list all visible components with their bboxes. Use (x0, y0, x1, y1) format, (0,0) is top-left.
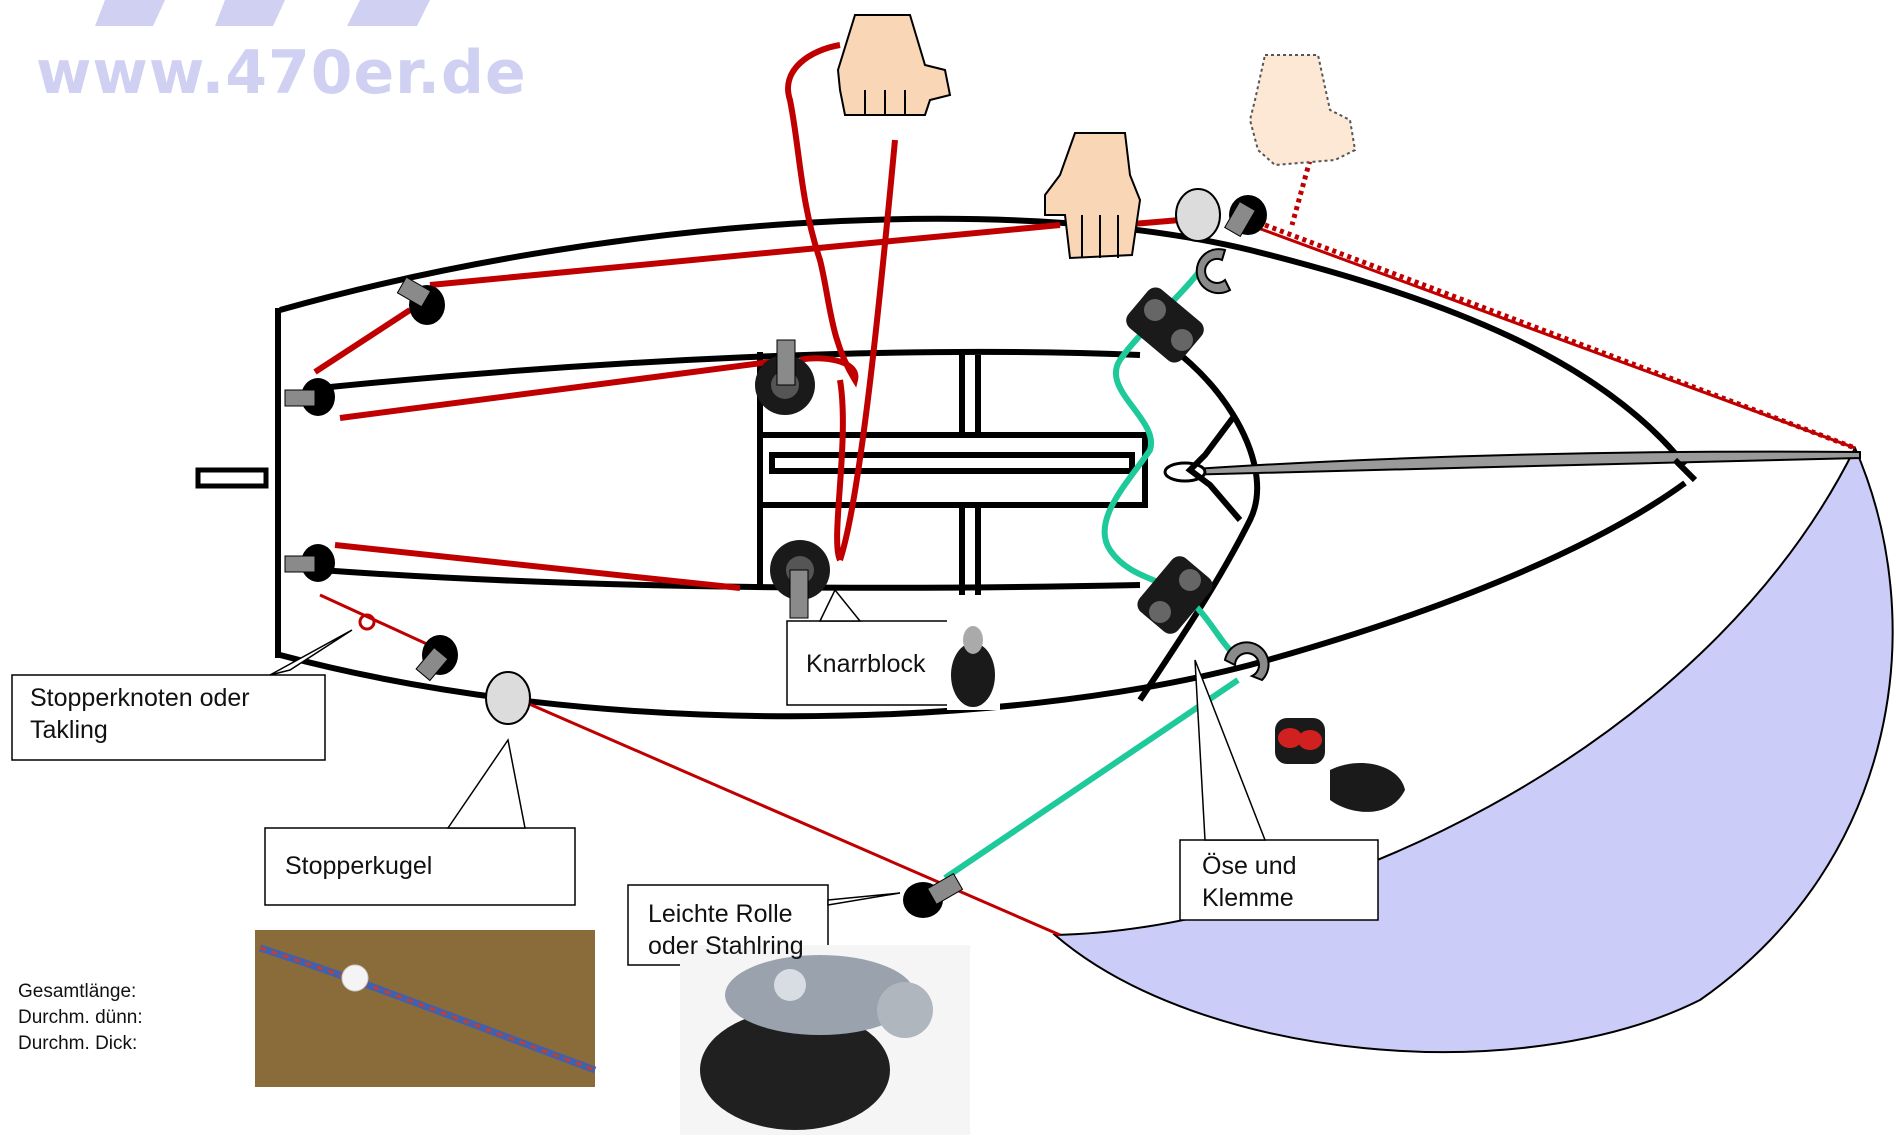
photo-block (680, 945, 970, 1135)
stopper-ball (485, 671, 531, 725)
deck-lines (319, 327, 1261, 702)
photo-cleat (1275, 718, 1405, 812)
hand-ghost (1248, 54, 1357, 167)
centerboard-case (757, 432, 1148, 508)
label-rolle: Leichte Rolle oder Stahlring (648, 900, 804, 960)
gooseneck (1185, 413, 1243, 522)
spec-total-length: Gesamtlänge: (18, 981, 137, 1002)
specs-list: Gesamtlänge: Durchm. dünn: Durchm. Dick: (18, 979, 143, 1057)
red-trapeze-lines (313, 42, 1181, 591)
watermark: www.470er.de (36, 38, 527, 108)
label-stopperknoten: Stopperknoten oder Takling (30, 684, 250, 744)
label-ose-klemme: Öse und Klemme (1202, 852, 1297, 912)
fairlead-blocks (284, 195, 1267, 918)
sail (1052, 445, 1894, 1053)
spec-diameter-thick: Durchm. Dick: (18, 1033, 138, 1054)
ratchet-blocks (755, 339, 830, 619)
stopper-knot (358, 613, 376, 631)
eye-fittings (1195, 248, 1270, 682)
boom (1179, 450, 1861, 477)
rudder (195, 467, 269, 489)
photo-rope (255, 930, 597, 1087)
red-dotted-line (1264, 222, 1856, 451)
cam-cleats (1126, 287, 1213, 634)
hand-middle (1044, 132, 1142, 260)
photo-knarrblock (947, 618, 1000, 710)
label-stopperkugel: Stopperkugel (285, 852, 433, 880)
stopper-ball-top (1175, 188, 1221, 242)
hand-top (836, 14, 952, 116)
spec-diameter-thin: Durchm. dünn: (18, 1007, 143, 1028)
label-knarrblock: Knarrblock (806, 650, 926, 678)
watermark-logo-bars (95, 0, 445, 26)
